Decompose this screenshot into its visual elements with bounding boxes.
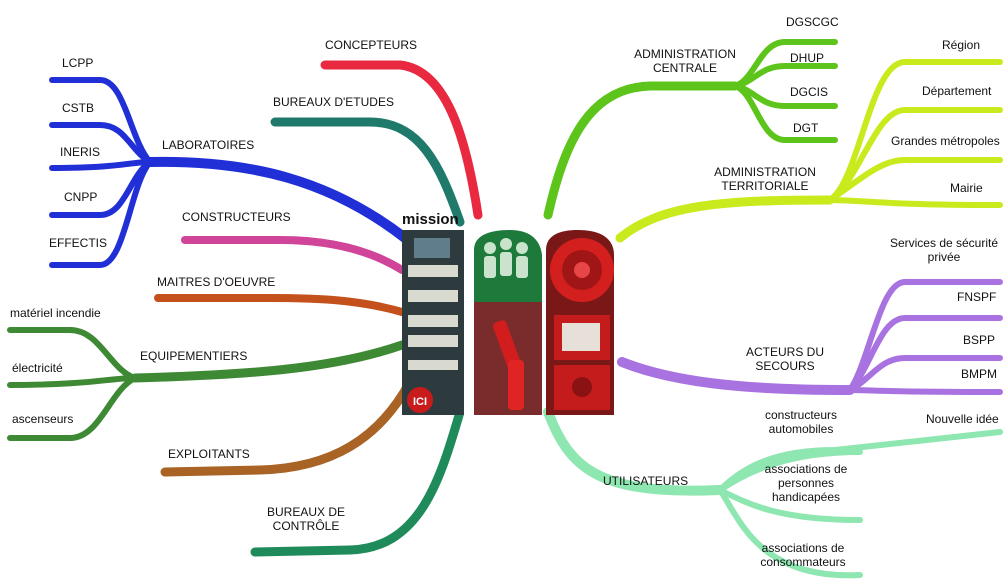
label-exploitants: EXPLOITANTS (168, 447, 250, 461)
label-materiel-incendie: matériel incendie (10, 306, 101, 320)
label-cstb: CSTB (62, 101, 95, 115)
branch-admin-centrale (543, 81, 740, 220)
extinguisher-icon-2 (508, 360, 524, 410)
equipementiers-subbranches (7, 327, 138, 441)
label-region: Région (942, 38, 981, 52)
branch-acteurs-secours (617, 357, 855, 395)
label-utilisateurs: UTILISATEURS (603, 474, 689, 488)
label-concepteurs: CONCEPTEURS (325, 38, 418, 52)
branch-laboratoires (145, 156, 410, 243)
acteurs-secours-subbranches (847, 279, 1003, 395)
label-equipementiers: EQUIPEMENTIERS (140, 349, 248, 363)
label-lcpp: LCPP (62, 56, 94, 70)
label-dgcis: DGCIS (790, 85, 829, 99)
branch-maitres-oeuvre (154, 294, 406, 316)
label-acteurs-secours: ACTEURS DU SECOURS (745, 345, 824, 373)
label-constructeurs: CONSTRUCTEURS (182, 210, 291, 224)
label-bureaux-etudes: BUREAUX D'ETUDES (273, 95, 394, 109)
mission-logo: mission ICI (400, 210, 616, 415)
branch-concepteurs (320, 60, 483, 220)
label-ascenseurs: ascenseurs (12, 412, 74, 426)
label-nouvelle-idee: Nouvelle idée (926, 412, 999, 426)
label-bmpm: BMPM (961, 367, 997, 381)
label-bureaux-controle: BUREAUX DE CONTRÔLE (266, 505, 346, 533)
branch-constructeurs (181, 236, 406, 274)
label-maitres-oeuvre: MAITRES D'OEUVRE (157, 275, 276, 289)
label-cnpp: CNPP (64, 190, 98, 204)
label-mairie: Mairie (950, 181, 983, 195)
label-effectis: EFFECTIS (49, 236, 108, 250)
label-dhup: DHUP (790, 51, 825, 65)
label-departement: Département (922, 84, 992, 98)
label-grandes-metropoles: Grandes métropoles (891, 134, 1000, 148)
svg-text:ICI: ICI (413, 396, 427, 408)
label-associations-consommateurs: associations de consommateurs (760, 541, 846, 569)
label-admin-centrale: ADMINISTRATION CENTRALE (634, 47, 736, 75)
label-laboratoires: LABORATOIRES (162, 138, 255, 152)
logo-text: mission (402, 211, 459, 228)
label-fnspf: FNSPF (957, 290, 997, 304)
label-ineris: INERIS (60, 145, 101, 159)
laboratoires-subbranches (49, 77, 153, 268)
branch-exploitants (160, 373, 417, 477)
emergency-badge (407, 387, 433, 413)
label-dgt: DGT (793, 121, 819, 135)
branch-equipementiers (130, 340, 407, 383)
admin-territoriale-subbranches (827, 59, 1003, 208)
label-associations-handicapees: associations de personnes handicapées (764, 462, 848, 504)
branch-bureaux-controle (250, 407, 465, 557)
branch-admin-territoriale (615, 195, 835, 243)
branch-utilisateurs (543, 407, 725, 496)
admin-centrale-subbranches (732, 39, 838, 143)
label-dgscgc: DGSCGC (786, 15, 839, 29)
label-admin-territoriale: ADMINISTRATION TERRITORIALE (714, 165, 816, 193)
branch-bureaux-etudes (270, 117, 465, 227)
extinguisher-icon (492, 320, 522, 370)
label-services-securite: Services de sécurité privée (889, 236, 999, 264)
label-bspp: BSPP (963, 333, 996, 347)
utilisateurs-subbranches (717, 429, 1003, 579)
label-electricite: électricité (12, 361, 63, 375)
label-constructeurs-automobiles: constructeurs automobiles (764, 408, 838, 436)
